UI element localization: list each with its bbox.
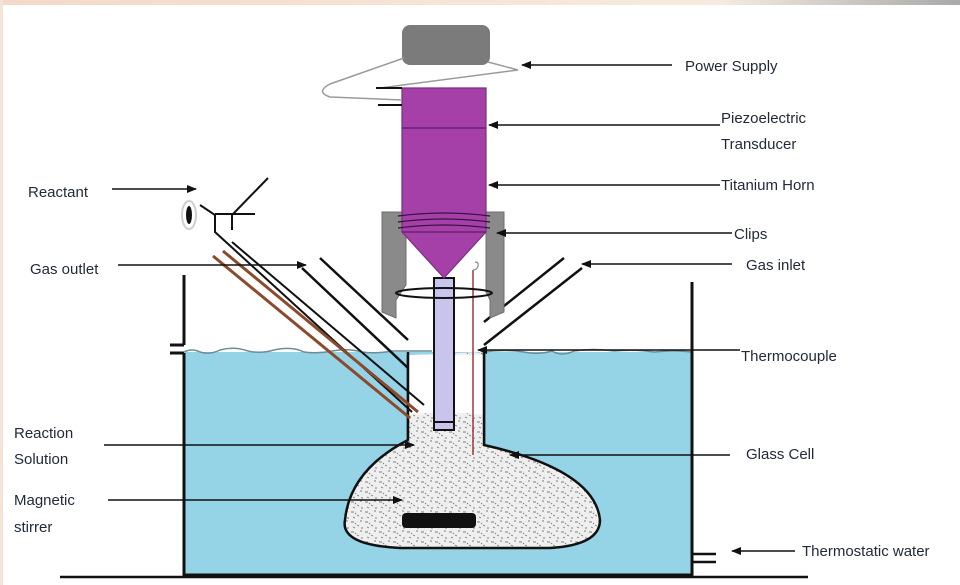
label-reaction-line2: Solution <box>14 451 69 468</box>
label-thermostatic-water: Thermostatic water <box>802 543 930 560</box>
label-glass-cell: Glass Cell <box>746 446 815 463</box>
horn-clip-bands <box>397 212 491 229</box>
reactant-funnel <box>181 177 425 420</box>
titanium-horn <box>397 87 491 279</box>
label-piezo-line2: Transducer <box>721 136 797 153</box>
funnel-inner-wall <box>231 241 425 406</box>
power-supply <box>321 25 519 106</box>
left-border <box>0 0 3 585</box>
label-thermocouple: Thermocouple <box>741 348 837 365</box>
water-surface-left <box>183 347 432 354</box>
power-cable <box>321 57 519 101</box>
label-reactant: Reactant <box>28 184 89 201</box>
power-supply-box <box>402 25 490 65</box>
label-piezo-line1: Piezoelectric <box>721 110 807 127</box>
probe <box>433 277 455 431</box>
label-gas-outlet: Gas outlet <box>30 261 99 278</box>
callouts <box>104 61 795 555</box>
label-titanium-horn: Titanium Horn <box>721 177 815 194</box>
thermocouple-hook <box>472 261 479 271</box>
label-clips: Clips <box>734 226 768 243</box>
clip-ring <box>395 287 493 299</box>
brown-tube <box>212 249 419 420</box>
label-power-supply: Power Supply <box>685 58 778 75</box>
stopcock-handle <box>186 206 192 224</box>
stir-bar <box>402 513 476 528</box>
top-border <box>0 0 960 5</box>
bath-wall <box>170 275 694 577</box>
horn-body <box>401 87 487 279</box>
label-reaction-line1: Reaction <box>14 425 74 442</box>
water-surface-right <box>483 348 693 355</box>
water-port <box>692 552 716 564</box>
power-leads <box>376 87 402 106</box>
funnel-outline <box>199 177 413 413</box>
gas-outlet-arm <box>301 257 409 369</box>
clips <box>381 211 505 319</box>
label-stirrer-line2: stirrer <box>14 519 53 536</box>
gas-outlet-tube <box>301 257 409 369</box>
probe-tip <box>433 277 455 431</box>
label-gas-inlet: Gas inlet <box>746 257 806 274</box>
label-stirrer-line1: Magnetic <box>14 492 75 509</box>
